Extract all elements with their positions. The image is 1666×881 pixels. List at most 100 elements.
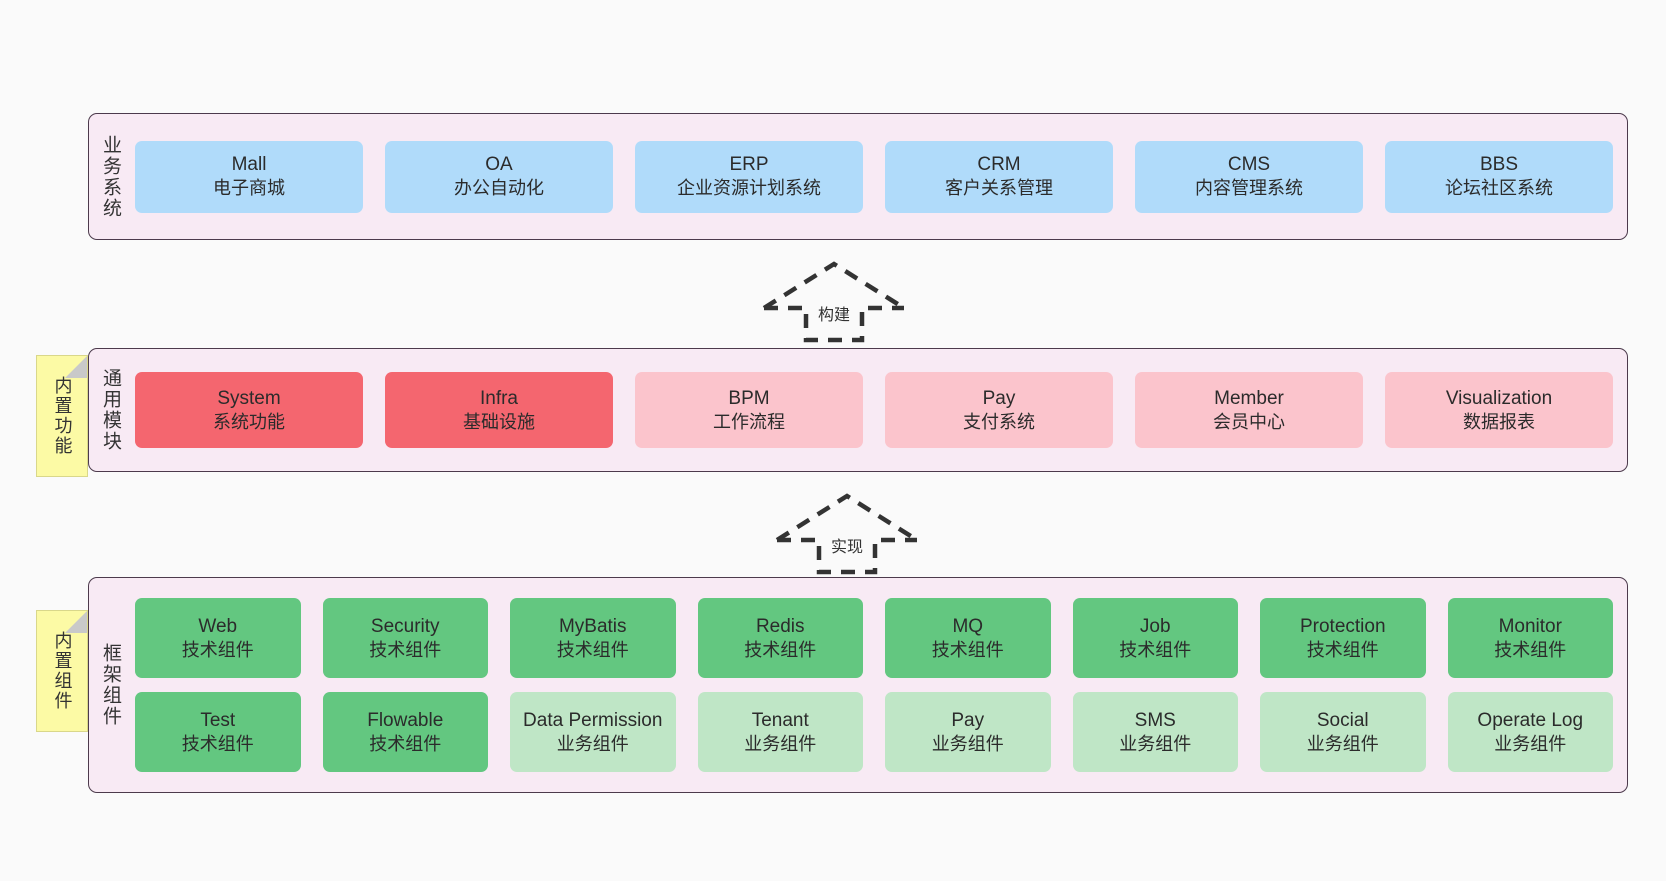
card-subtitle: 技术组件 bbox=[1494, 639, 1567, 660]
card-title: System bbox=[217, 387, 281, 409]
card-title: Monitor bbox=[1498, 615, 1562, 637]
card-subtitle: 内容管理系统 bbox=[1195, 178, 1303, 199]
card-subtitle: 技术组件 bbox=[744, 639, 817, 660]
card-subtitle: 论坛社区系统 bbox=[1445, 178, 1553, 199]
card-subtitle: 系统功能 bbox=[213, 411, 285, 432]
modules-layer-title: 通用模块 bbox=[99, 368, 121, 452]
card-title: Infra bbox=[479, 387, 519, 409]
card-subtitle: 业务组件 bbox=[1306, 733, 1379, 754]
card-title: Test bbox=[200, 709, 236, 731]
card-subtitle: 电子商城 bbox=[213, 178, 285, 199]
card-subtitle: 技术组件 bbox=[1119, 639, 1192, 660]
card-subtitle: 数据报表 bbox=[1463, 411, 1535, 432]
business-layer-title: 业务系统 bbox=[99, 134, 121, 219]
card-title: BBS bbox=[1479, 154, 1519, 176]
card-title: SMS bbox=[1134, 709, 1176, 731]
card-subtitle: 技术组件 bbox=[556, 639, 629, 660]
card-title: CMS bbox=[1227, 154, 1271, 176]
card-subtitle: 企业资源计划系统 bbox=[677, 178, 821, 199]
card-subtitle: 业务组件 bbox=[1119, 733, 1192, 754]
card-subtitle: 业务组件 bbox=[931, 733, 1004, 754]
card-subtitle: 业务组件 bbox=[556, 733, 629, 754]
card-title: Visualization bbox=[1445, 387, 1553, 409]
card-subtitle: 业务组件 bbox=[744, 733, 817, 754]
card-subtitle: 技术组件 bbox=[369, 639, 442, 660]
implement-arrow: 实现 bbox=[772, 490, 922, 576]
builtin-function-note-label: 内置功能 bbox=[52, 376, 73, 456]
card-subtitle: 基础设施 bbox=[463, 411, 535, 432]
card-subtitle: 技术组件 bbox=[181, 733, 254, 754]
card-title: Pay bbox=[951, 709, 985, 731]
card-title: Web bbox=[198, 615, 238, 637]
card-subtitle: 技术组件 bbox=[1306, 639, 1379, 660]
card-subtitle: 业务组件 bbox=[1494, 733, 1567, 754]
card-title: Data Permission bbox=[523, 709, 663, 731]
card-subtitle: 会员中心 bbox=[1213, 411, 1285, 432]
builtin-component-note: 内置组件 bbox=[36, 610, 88, 732]
framework-layer-title: 框架组件 bbox=[99, 643, 121, 727]
card-title: MyBatis bbox=[558, 615, 627, 637]
card-title: Redis bbox=[755, 615, 805, 637]
card-title: MQ bbox=[952, 615, 984, 637]
card-title: Job bbox=[1139, 615, 1171, 637]
card-title: Security bbox=[370, 615, 440, 637]
build-arrow: 构建 bbox=[759, 258, 909, 344]
card-subtitle: 办公自动化 bbox=[454, 178, 544, 199]
card-subtitle: 支付系统 bbox=[963, 411, 1035, 432]
card-title: Member bbox=[1214, 387, 1284, 409]
card-subtitle: 技术组件 bbox=[181, 639, 254, 660]
card-title: CRM bbox=[977, 154, 1021, 176]
card-title: BPM bbox=[728, 387, 770, 409]
card-subtitle: 工作流程 bbox=[713, 411, 785, 432]
card-title: OA bbox=[485, 154, 513, 176]
card-subtitle: 技术组件 bbox=[369, 733, 442, 754]
card-subtitle: 技术组件 bbox=[931, 639, 1004, 660]
card-title: Flowable bbox=[367, 709, 444, 731]
builtin-function-note: 内置功能 bbox=[36, 355, 88, 477]
card-title: Mall bbox=[231, 154, 267, 176]
card-title: Operate Log bbox=[1477, 709, 1584, 731]
card-title: Social bbox=[1316, 709, 1369, 731]
card-title: Pay bbox=[982, 387, 1016, 409]
card-title: ERP bbox=[729, 154, 769, 176]
card-subtitle: 客户关系管理 bbox=[945, 178, 1053, 199]
card-title: Tenant bbox=[751, 709, 809, 731]
